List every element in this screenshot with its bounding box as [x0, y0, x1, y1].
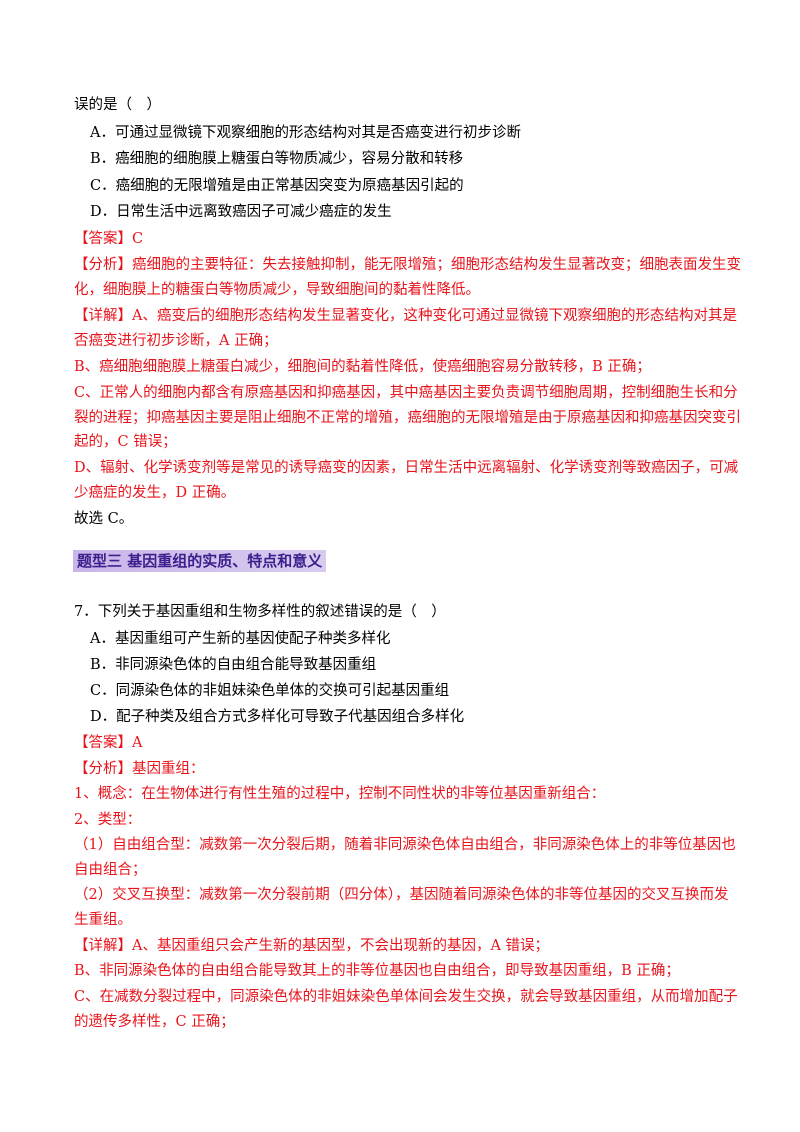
q7-detail-line: C、在减数分裂过程中，同源染色体的非姐妹染色单体间会发生交换，就会导致基因重组，… — [74, 989, 738, 1005]
q7-detail-line: 【详解】A、基因重组只会产生新的基因型，不会出现新的基因，A 错误； — [74, 938, 550, 954]
q7-detail-line: 的遗传多样性，C 正确； — [74, 1014, 235, 1030]
q6-analysis-line: 【分析】癌细胞的主要特征：失去接触抑制，能无限增殖；细胞形态结构发生显著改变；细… — [74, 257, 741, 273]
q7-answer: 【答案】A — [74, 735, 143, 751]
q7-option-c: C．同源染色体的非姐妹染色单体的交换可引起基因重组 — [90, 683, 450, 699]
q7-detail-line: B、非同源染色体的自由组合能导致其上的非等位基因也自由组合，即导致基因重组，B … — [74, 963, 680, 979]
q7-analysis-line: 1、概念：在生物体进行有性生殖的过程中，控制不同性状的非等位基因重新组合： — [74, 786, 606, 802]
q6-detail-line: 否癌变进行初步诊断，A 正确； — [74, 333, 278, 349]
q6-analysis-line: 化，细胞膜上的糖蛋白等物质减少，导致细胞间的黏着性降低。 — [74, 282, 480, 298]
q6-option-a: A．可通过显微镜下观察细胞的形态结构对其是否癌变进行初步诊断 — [90, 125, 521, 141]
q7-stem: 7．下列关于基因重组和生物多样性的叙述错误的是（ ） — [74, 604, 446, 620]
q7-option-b: B．非同源染色体的自由组合能导致基因重组 — [90, 657, 377, 673]
q7-analysis-line: （2）交叉互换型：减数第一次分裂前期（四分体），基因随着同源染色体的非等位基因的… — [74, 887, 729, 903]
q6-conclusion: 故选 C。 — [74, 511, 134, 527]
q6-detail-line: 少癌症的发生，D 正确。 — [74, 485, 236, 501]
q7-option-a: A．基因重组可产生新的基因使配子种类多样化 — [90, 631, 391, 647]
q6-option-c: C．癌细胞的无限增殖是由正常基因突变为原癌基因引起的 — [90, 178, 464, 194]
q6-detail-line: 起的，C 错误； — [74, 434, 177, 450]
q6-option-b: B．癌细胞的细胞膜上糖蛋白等物质减少，容易分散和转移 — [90, 151, 464, 167]
q6-detail-line: B、癌细胞细胞膜上糖蛋白减少，细胞间的黏着性降低，使癌细胞容易分散转移，B 正确… — [74, 359, 651, 375]
q7-analysis-line: 自由组合； — [74, 862, 147, 878]
q6-detail-line: 【详解】A、癌变后的细胞形态结构发生显著变化，这种变化可通过显微镜下观察细胞的形… — [74, 308, 737, 324]
q7-analysis-line: 【分析】基因重组： — [74, 761, 205, 777]
q6-detail-line: C、正常人的细胞内都含有原癌基因和抑癌基因，其中癌基因主要负责调节细胞周期，控制… — [74, 385, 738, 401]
q6-detail-line: 裂的进程；抑癌基因主要是阻止细胞不正常的增殖，癌细胞的无限增殖是由于原癌基因和抑… — [74, 410, 741, 426]
q6-answer: 【答案】C — [74, 231, 144, 247]
q7-analysis-line: 2、类型： — [74, 812, 142, 828]
q7-analysis-line: （1）自由组合型：减数第一次分裂后期，随着非同源染色体自由组合，非同源染色体上的… — [74, 837, 736, 853]
q6-option-d: D．日常生活中远离致癌因子可减少癌症的发生 — [90, 204, 392, 220]
q6-detail-line: D、辐射、化学诱变剂等是常见的诱导癌变的因素，日常生活中远离辐射、化学诱变剂等致… — [74, 460, 739, 476]
q7-option-d: D．配子种类及组合方式多样化可导致子代基因组合多样化 — [90, 709, 465, 725]
q7-analysis-line: 生重组。 — [74, 912, 132, 928]
section-title-banner: 题型三 基因重组的实质、特点和意义 — [73, 550, 327, 572]
q6-stem-tail: 误的是（ ） — [74, 97, 161, 113]
